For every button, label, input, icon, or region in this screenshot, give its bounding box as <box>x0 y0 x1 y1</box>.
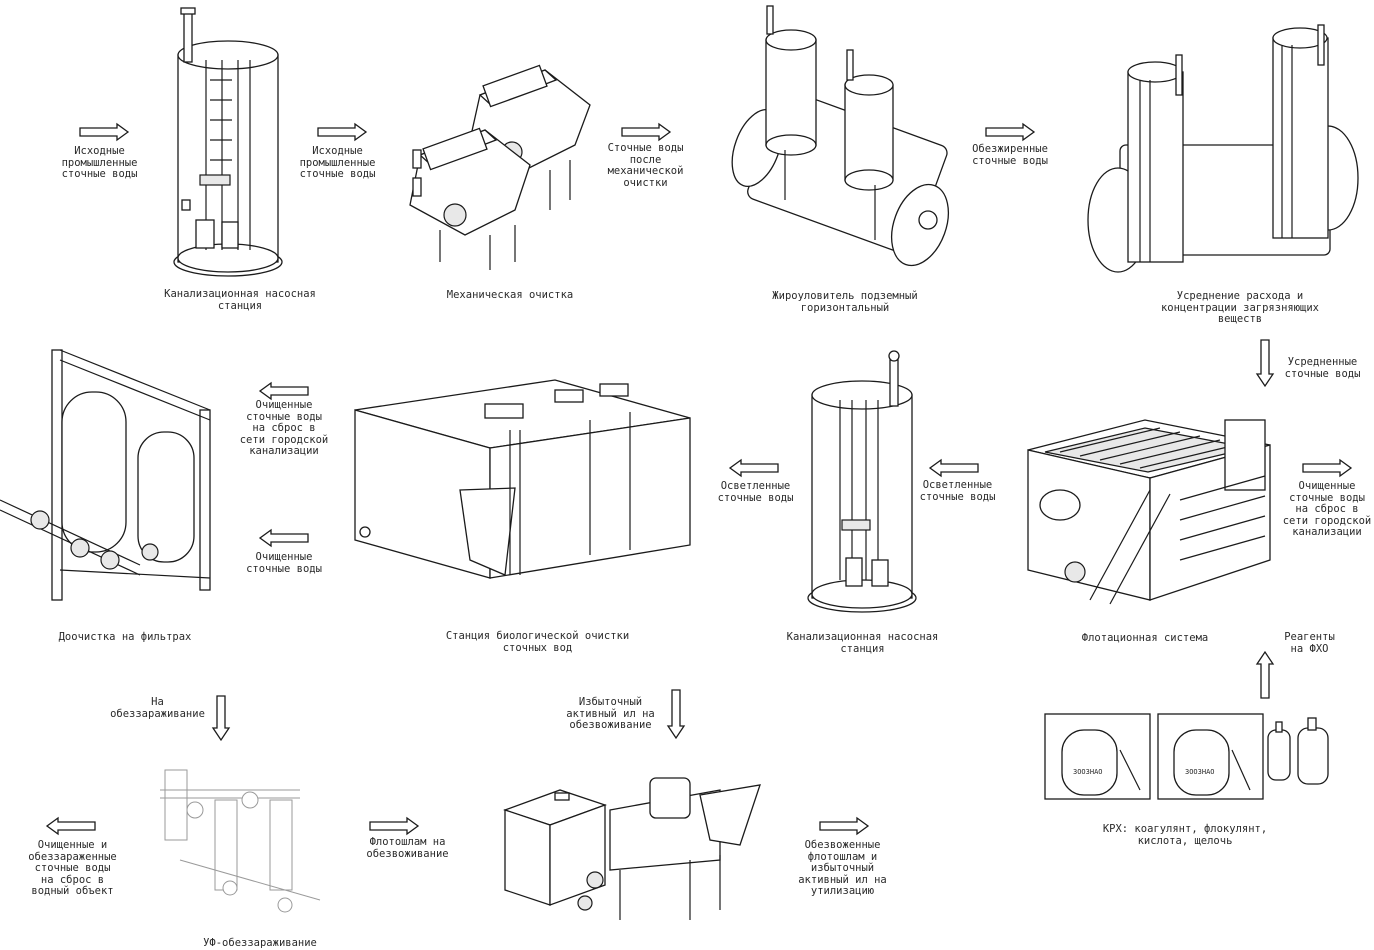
arrow-right-to-mech <box>317 122 368 142</box>
arrow-down-to-disinfection <box>211 695 231 742</box>
flotation-system-drawing <box>1027 419 1271 605</box>
arrow-right-dewatered <box>819 816 870 836</box>
arrow-left-water-body <box>45 816 96 836</box>
flow-label-excess-sludge: Избыточный активный ил на обезвоживание <box>566 696 655 731</box>
pump-station-1-drawing <box>173 7 283 277</box>
arrow-left-city-discharge <box>258 381 309 401</box>
mechanical-treatment-drawing <box>409 64 591 270</box>
caption-filters: Доочистка на фильтрах <box>58 631 192 643</box>
arrow-right-raw-in <box>79 122 130 142</box>
flow-label-degreased: Обезжиренные сточные воды <box>972 143 1048 167</box>
flow-label-water-body: Очищенные и обеззараженные сточные воды … <box>28 839 117 897</box>
arrow-right-degreased <box>985 122 1036 142</box>
arrow-right-flot-discharge <box>1302 458 1353 478</box>
arrow-left-treated <box>258 528 309 548</box>
chem-tank-label-2: ЗООЗНАО <box>1185 768 1215 776</box>
chem-tank-label-1: ЗООЗНАО <box>1073 768 1103 776</box>
caption-pump-station-1: Канализационная насосная станция <box>164 288 316 312</box>
caption-equalization: Усреднение расхода и концентрации загряз… <box>1160 290 1320 325</box>
caption-bio-station: Станция биологической очистки сточных во… <box>445 630 630 654</box>
bio-station-drawing <box>354 379 691 579</box>
flow-label-dewatered: Обезвоженные флотошлам и избыточный акти… <box>798 839 887 897</box>
arrow-down-equalized <box>1255 339 1275 388</box>
flow-label-treated: Очищенные сточные воды <box>246 551 322 575</box>
flow-label-raw-in: Исходные промышленные сточные воды <box>61 145 138 180</box>
arrow-right-flotation-sludge <box>369 816 420 836</box>
pump-station-2-drawing <box>807 350 917 613</box>
flow-label-after-mech: Сточные воды после механической очистки <box>607 142 684 189</box>
equalization-tank-drawing <box>1087 24 1359 273</box>
flow-label-city-discharge: Очищенные сточные воды на сброс в сети г… <box>239 399 329 457</box>
flow-label-flot-discharge: Очищенные сточные воды на сброс в сети г… <box>1282 480 1372 538</box>
arrow-down-excess-sludge <box>666 689 686 740</box>
flow-label-raw-to-mech: Исходные промышленные сточные воды <box>299 145 376 180</box>
arrow-left-clarified-1 <box>928 458 979 478</box>
caption-pump-station-2: Канализационная насосная станция <box>786 631 939 655</box>
caption-uv: УФ-обеззараживание <box>203 937 317 949</box>
caption-mechanical: Механическая очистка <box>446 289 574 301</box>
flow-label-flotation-sludge: Флотошлам на обезвоживание <box>366 836 449 860</box>
flow-label-to-disinfection: На обеззараживание <box>110 696 205 720</box>
flow-label-reagents: Реагенты на ФХО <box>1284 631 1335 655</box>
flow-label-clarified-2: Осветленные сточные воды <box>717 480 794 504</box>
arrow-left-clarified-2 <box>728 458 779 478</box>
caption-flotation: Флотационная система <box>1081 632 1209 644</box>
caption-chem: КРХ: коагулянт, флокулянт, кислота, щело… <box>1102 823 1268 847</box>
chem-dosing-drawing <box>1044 713 1329 800</box>
caption-grease-trap: Жироуловитель подземный горизонтальный <box>772 290 918 314</box>
uv-disinfection-drawing <box>160 769 321 913</box>
flow-label-clarified-1: Осветленные сточные воды <box>919 479 996 503</box>
arrow-up-reagents <box>1255 650 1275 699</box>
flow-label-equalized: Усредненные сточные воды <box>1284 356 1361 380</box>
grease-trap-drawing <box>731 5 949 267</box>
arrow-right-after-mech <box>621 122 672 142</box>
dewatering-drawing <box>503 777 761 920</box>
filters-drawing <box>0 349 211 601</box>
